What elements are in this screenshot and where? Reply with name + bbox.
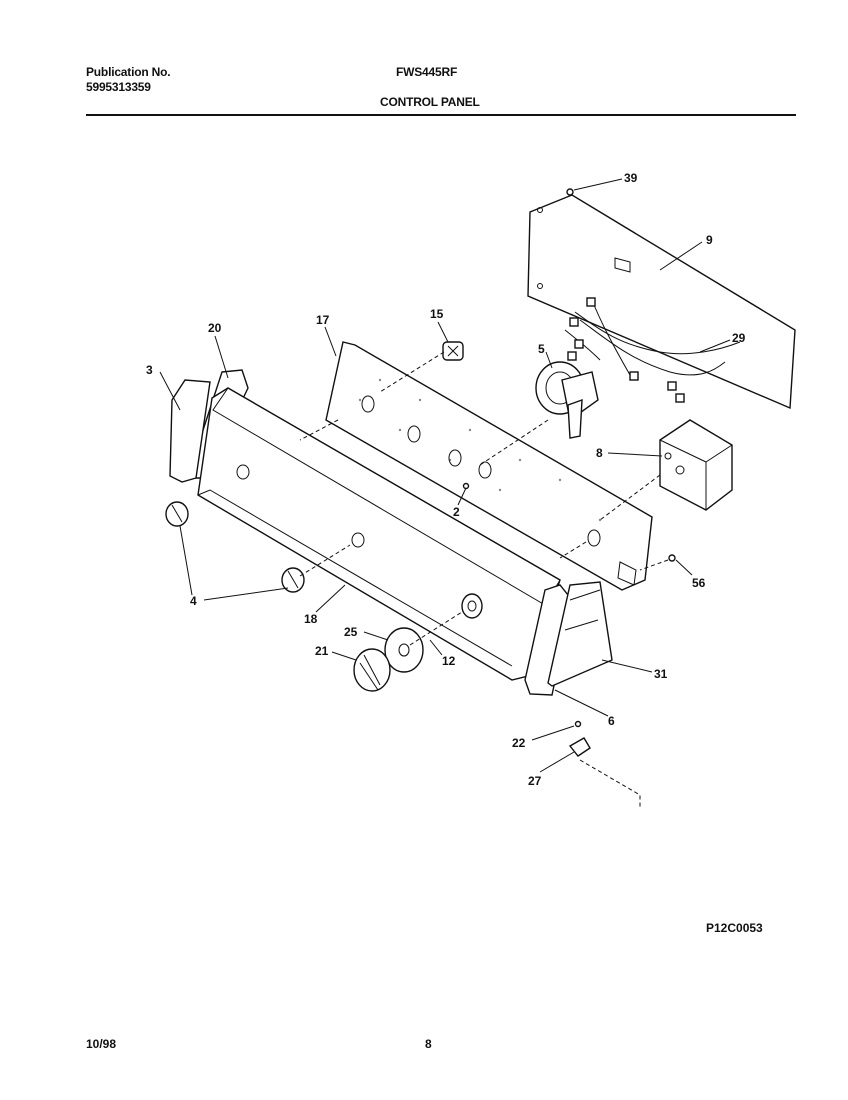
dial (384, 627, 424, 673)
callout-56: 56 (692, 576, 706, 590)
wire-harness (564, 297, 741, 403)
screw-2 (462, 482, 470, 490)
section-title: CONTROL PANEL (380, 95, 480, 109)
screw-56 (668, 554, 676, 562)
callout-15: 15 (430, 307, 444, 321)
figure-code: P12C0053 (706, 921, 763, 935)
callout-2: 2 (453, 505, 460, 519)
callout-3: 3 (146, 363, 153, 377)
assembly-lines (299, 351, 669, 646)
rear-cover-plate (527, 194, 796, 410)
selector-switch (442, 341, 464, 361)
rear-panel-board (325, 341, 653, 591)
cycle-switch (535, 361, 599, 439)
knob-center (281, 567, 305, 593)
knob-left (165, 501, 189, 527)
callout-12: 12 (442, 654, 456, 668)
side-trim-right (547, 581, 613, 687)
callout-27: 27 (528, 774, 542, 788)
mounting-bracket (568, 720, 641, 808)
callout-18: 18 (304, 612, 318, 626)
model-number: FWS445RF (396, 65, 458, 79)
callout-22: 22 (512, 736, 526, 750)
callout-29: 29 (732, 331, 746, 345)
callout-39: 39 (624, 171, 638, 185)
callout-25: 25 (344, 625, 358, 639)
callout-9: 9 (706, 233, 713, 247)
leader-lines (159, 241, 731, 773)
callout-6: 6 (608, 714, 615, 728)
timer-knob (353, 648, 391, 692)
callout-8: 8 (596, 446, 603, 460)
header-rule (86, 114, 796, 116)
screw-39 (566, 178, 623, 196)
publication-number: 5995313359 (86, 80, 151, 94)
callout-5: 5 (538, 342, 545, 356)
callout-4: 4 (190, 594, 197, 608)
callout-21: 21 (315, 644, 329, 658)
page-number: 8 (425, 1037, 432, 1051)
callout-20: 20 (208, 321, 222, 335)
callout-17: 17 (316, 313, 330, 327)
callout-31: 31 (654, 667, 668, 681)
publication-label: Publication No. (86, 65, 171, 79)
timer (659, 419, 733, 511)
footer-date: 10/98 (86, 1037, 117, 1051)
side-trim-left (169, 379, 211, 483)
